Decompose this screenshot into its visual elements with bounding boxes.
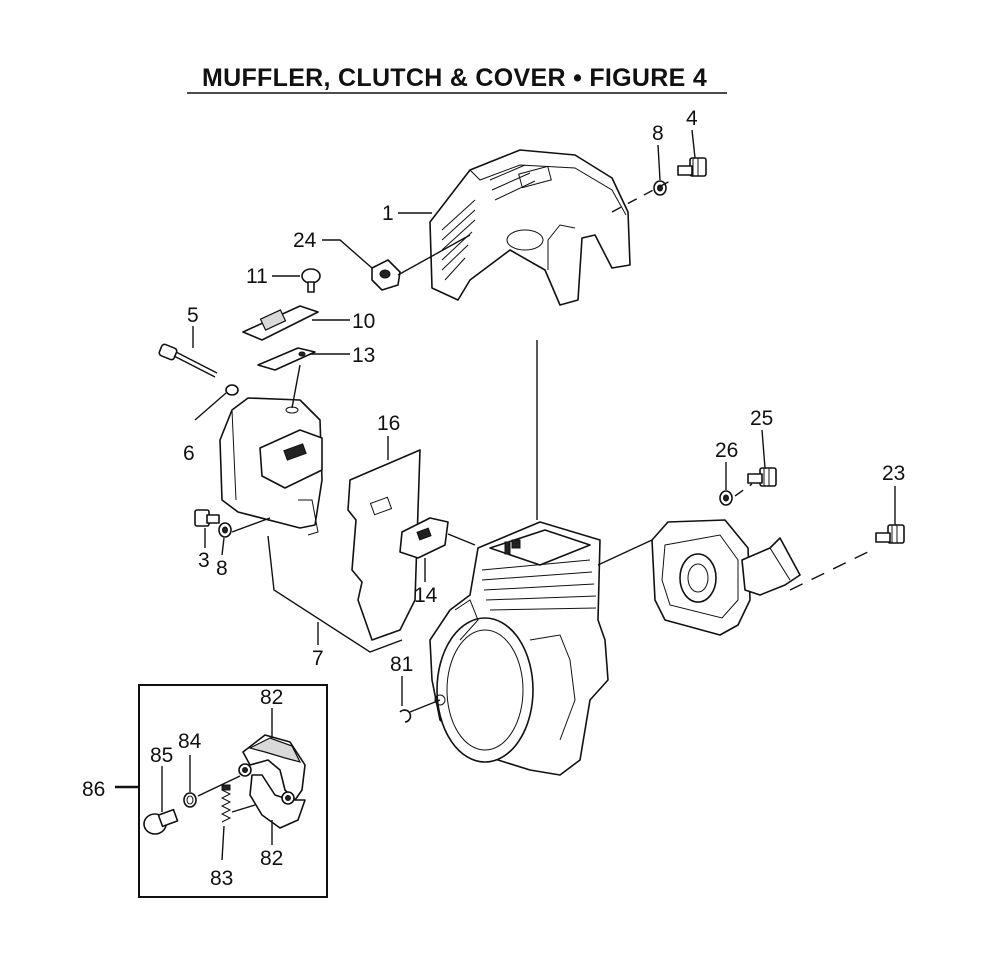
leader-7-bracket: [267, 535, 403, 653]
bolt-part-23: [875, 524, 905, 544]
label-81: 81: [390, 653, 413, 676]
dash-circlip: [409, 699, 441, 713]
dash-insulator: [447, 533, 476, 546]
label-10: 10: [352, 310, 375, 333]
leader-24: [322, 239, 373, 269]
grommet-part-24: [371, 259, 401, 291]
dash-spring: [231, 804, 256, 813]
label-26: 26: [715, 439, 738, 462]
label-1: 1: [382, 202, 394, 225]
washer-part-84: [183, 792, 197, 808]
leader-4: [691, 129, 696, 159]
label-82-top: 82: [260, 686, 283, 709]
arrester-cover-part-10: [242, 305, 319, 341]
label-16: 16: [377, 412, 400, 435]
label-8-bottom: 8: [216, 557, 228, 580]
dash-cover-bolt: [611, 179, 673, 213]
leader-83: [221, 825, 225, 861]
axis-starter-engine: [597, 539, 653, 566]
label-8-top: 8: [652, 122, 664, 145]
dash-clutch-shaft: [197, 775, 241, 797]
dash-grommet: [397, 234, 471, 276]
engine-assembly: [429, 521, 609, 776]
label-11: 11: [246, 265, 268, 288]
label-84: 84: [178, 730, 202, 753]
clutch-shoe-part-82: [238, 734, 306, 829]
label-82-bottom: 82: [260, 847, 283, 870]
dash-23: [789, 547, 877, 591]
bolt-part-25: [747, 467, 777, 487]
label-86: 86: [82, 778, 105, 801]
label-5: 5: [187, 304, 199, 327]
label-14: 14: [414, 584, 438, 607]
figure-title: MUFFLER, CLUTCH & COVER • FIGURE 4: [202, 64, 707, 92]
clutch-assembly-box: [138, 684, 328, 898]
washer-part-26-hole: [723, 494, 729, 502]
label-4: 4: [686, 107, 698, 130]
dash-muffler-bolt: [231, 517, 271, 533]
shoulder-bolt-part-85: [143, 808, 179, 835]
screen-part-13: [257, 347, 316, 371]
label-13: 13: [352, 344, 375, 367]
leader-muffler-stack: [291, 364, 301, 409]
label-24: 24: [293, 229, 317, 252]
leader-6: [194, 392, 227, 421]
recoil-starter: [651, 519, 801, 636]
label-85: 85: [150, 744, 173, 767]
spring-part-83: [220, 784, 232, 823]
bolt-part-4: [677, 157, 707, 177]
insulator-part-14: [399, 517, 449, 559]
label-25: 25: [750, 407, 773, 430]
label-83: 83: [210, 867, 233, 890]
washer-part-8-bottom-hole: [222, 526, 228, 534]
label-6: 6: [183, 442, 195, 465]
leader-25: [761, 429, 766, 469]
screw-part-11: [301, 268, 321, 293]
bolt-part-5: [158, 343, 218, 378]
label-23: 23: [882, 462, 905, 485]
engine-cover-part: [429, 149, 631, 306]
muffler-body: [219, 397, 323, 536]
washer-part-84-hole: [186, 795, 194, 805]
dash-25: [734, 483, 753, 497]
leader-8-top: [657, 144, 661, 181]
bolt-part-3: [194, 509, 220, 527]
leader-8-bottom: [221, 537, 225, 556]
label-3: 3: [198, 549, 210, 572]
circlip-part-81: [399, 709, 412, 723]
label-7: 7: [312, 647, 324, 670]
washer-part-6: [225, 384, 239, 396]
